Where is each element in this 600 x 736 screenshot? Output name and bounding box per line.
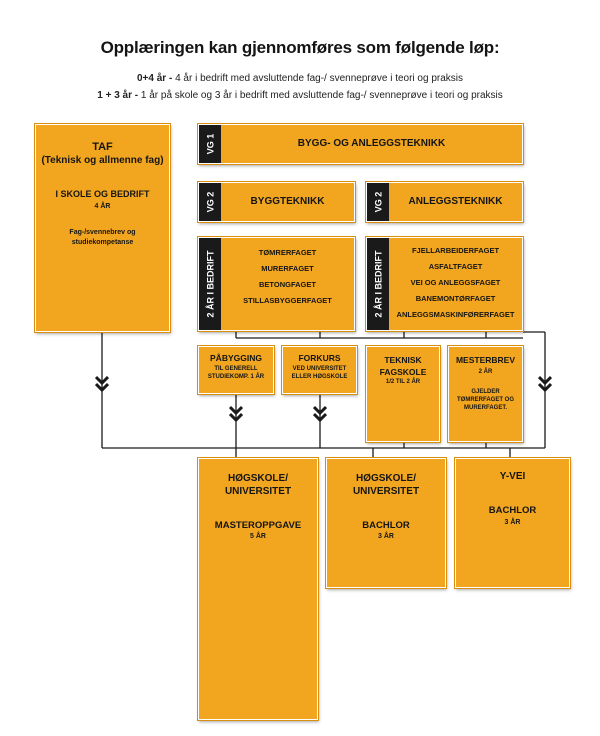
trade-item: BANEMONTØRFAGET [415, 294, 496, 303]
option-line: MURERFAGET. [463, 405, 507, 411]
model-line-2: 1 + 3 år - 1 år på skole og 3 år i bedri… [0, 90, 600, 101]
trade-item: FJELLARBEIDERFAGET [411, 246, 500, 255]
option-title: TEKNISK [384, 355, 422, 365]
model-desc: 4 år i bedrift med avsluttende fag-/ sve… [175, 73, 463, 84]
vg1-box: VG 1 BYGG- OG ANLEGGSTEKNIKK [198, 124, 523, 164]
vg1-tag: VG 1 [199, 125, 221, 163]
outcome-bachlor-box: HØGSKOLE/ UNIVERSITET BACHLOR 3 ÅR [326, 458, 446, 588]
trade-item: ASFALTFAGET [428, 262, 483, 271]
trade-item: STILLASBYGGERFAGET [243, 296, 332, 305]
chevron-down-icon [95, 375, 109, 393]
vg2-label: BYGGTEKNIKK [250, 196, 325, 207]
option-line: TØMRERFAGET OG [457, 397, 514, 403]
bedrift-tag: 2 ÅR I BEDRIFT [199, 238, 221, 330]
option-line: FAGSKOLE [379, 367, 427, 377]
outcome-duration: 3 ÅR [504, 519, 521, 526]
option-title: MESTERBREV [455, 355, 516, 365]
taf-box: TAF (Teknisk og allmenne fag) I SKOLE OG… [35, 124, 170, 332]
model-line-1: 0+4 år - 4 år i bedrift med avsluttende … [0, 73, 600, 84]
vg2-tag: VG 2 [367, 183, 389, 221]
option-line: 2 ÅR [478, 369, 493, 375]
chevron-down-icon [229, 405, 243, 423]
taf-line-3: Fag-/svennebrev og [69, 229, 136, 236]
trade-item: MURERFAGET [261, 264, 314, 273]
outcome-duration: 3 ÅR [378, 533, 394, 540]
vg2-anleggsteknikk-box: VG 2 ANLEGGSTEKNIKK [366, 182, 523, 222]
trade-item: ANLEGGSMASKINFØRERFAGET [396, 310, 515, 319]
bedrift-bygg-box: 2 ÅR I BEDRIFT TØMRERFAGET MURERFAGET BE… [198, 237, 355, 331]
pabygging-box: PÅBYGGING TIL GENERELL STUDIEKOMP. 1 ÅR [198, 346, 274, 394]
option-line: GJELDER [471, 389, 500, 395]
model-desc: 1 år på skole og 3 år i bedrift med avsl… [140, 90, 503, 101]
option-title: FORKURS [298, 353, 341, 363]
chevron-down-icon [313, 405, 327, 423]
bedrift-anlegg-box: 2 ÅR I BEDRIFT FJELLARBEIDERFAGET ASFALT… [366, 237, 523, 331]
outcome-line: HØGSKOLE/ [227, 473, 288, 484]
option-line: VED UNIVERSITET [292, 366, 347, 372]
vg2-label: ANLEGGSTEKNIKK [408, 196, 503, 207]
taf-title: TAF [92, 141, 113, 153]
vg2-byggteknikk-box: VG 2 BYGGTEKNIKK [198, 182, 355, 222]
option-line: 1/2 TIL 2 ÅR [385, 379, 421, 385]
page-title: Opplæringen kan gjennomføres som følgend… [100, 38, 500, 57]
taf-line-2: 4 ÅR [94, 203, 111, 210]
outcome-line: UNIVERSITET [224, 486, 292, 497]
model-key: 0+4 år - [136, 73, 173, 84]
outcome-duration: 5 ÅR [250, 533, 266, 540]
taf-line-4: studiekompetanse [71, 239, 134, 246]
option-line: TIL GENERELL [214, 366, 258, 372]
option-line: ELLER HØGSKOLE [291, 374, 348, 380]
vg2-tag: VG 2 [199, 183, 221, 221]
mesterbrev-box: MESTERBREV 2 ÅR GJELDER TØMRERFAGET OG M… [448, 346, 523, 442]
outcome-line: BACHLOR [362, 520, 410, 531]
trade-item: BETONGFAGET [259, 280, 316, 289]
teknisk-fagskole-box: TEKNISK FAGSKOLE 1/2 TIL 2 ÅR [366, 346, 440, 442]
vg1-label: BYGG- OG ANLEGGSTEKNIKK [297, 138, 446, 149]
outcome-line: BACHLOR [488, 505, 537, 516]
taf-line-1: I SKOLE OG BEDRIFT [55, 189, 150, 199]
option-line: STUDIEKOMP. 1 ÅR [207, 374, 265, 380]
model-key: 1 + 3 år - [97, 90, 139, 101]
bedrift-tag: 2 ÅR I BEDRIFT [367, 238, 389, 330]
forkurs-box: FORKURS VED UNIVERSITET ELLER HØGSKOLE [282, 346, 357, 394]
trade-item: VEI OG ANLEGGSFAGET [410, 278, 501, 287]
taf-subtitle: (Teknisk og allmenne fag) [41, 155, 164, 166]
outcome-line: UNIVERSITET [352, 486, 420, 497]
trade-item: TØMRERFAGET [258, 248, 317, 257]
outcome-line: MASTEROPPGAVE [214, 520, 302, 531]
outcome-line: HØGSKOLE/ [355, 473, 416, 484]
chevron-down-icon [538, 375, 552, 393]
option-title: PÅBYGGING [210, 353, 262, 363]
outcome-y-vei-box: Y-VEI BACHLOR 3 ÅR [455, 458, 570, 588]
outcome-masteroppgave-box: HØGSKOLE/ UNIVERSITET MASTEROPPGAVE 5 ÅR [198, 458, 318, 720]
outcome-line: Y-VEI [499, 471, 526, 482]
